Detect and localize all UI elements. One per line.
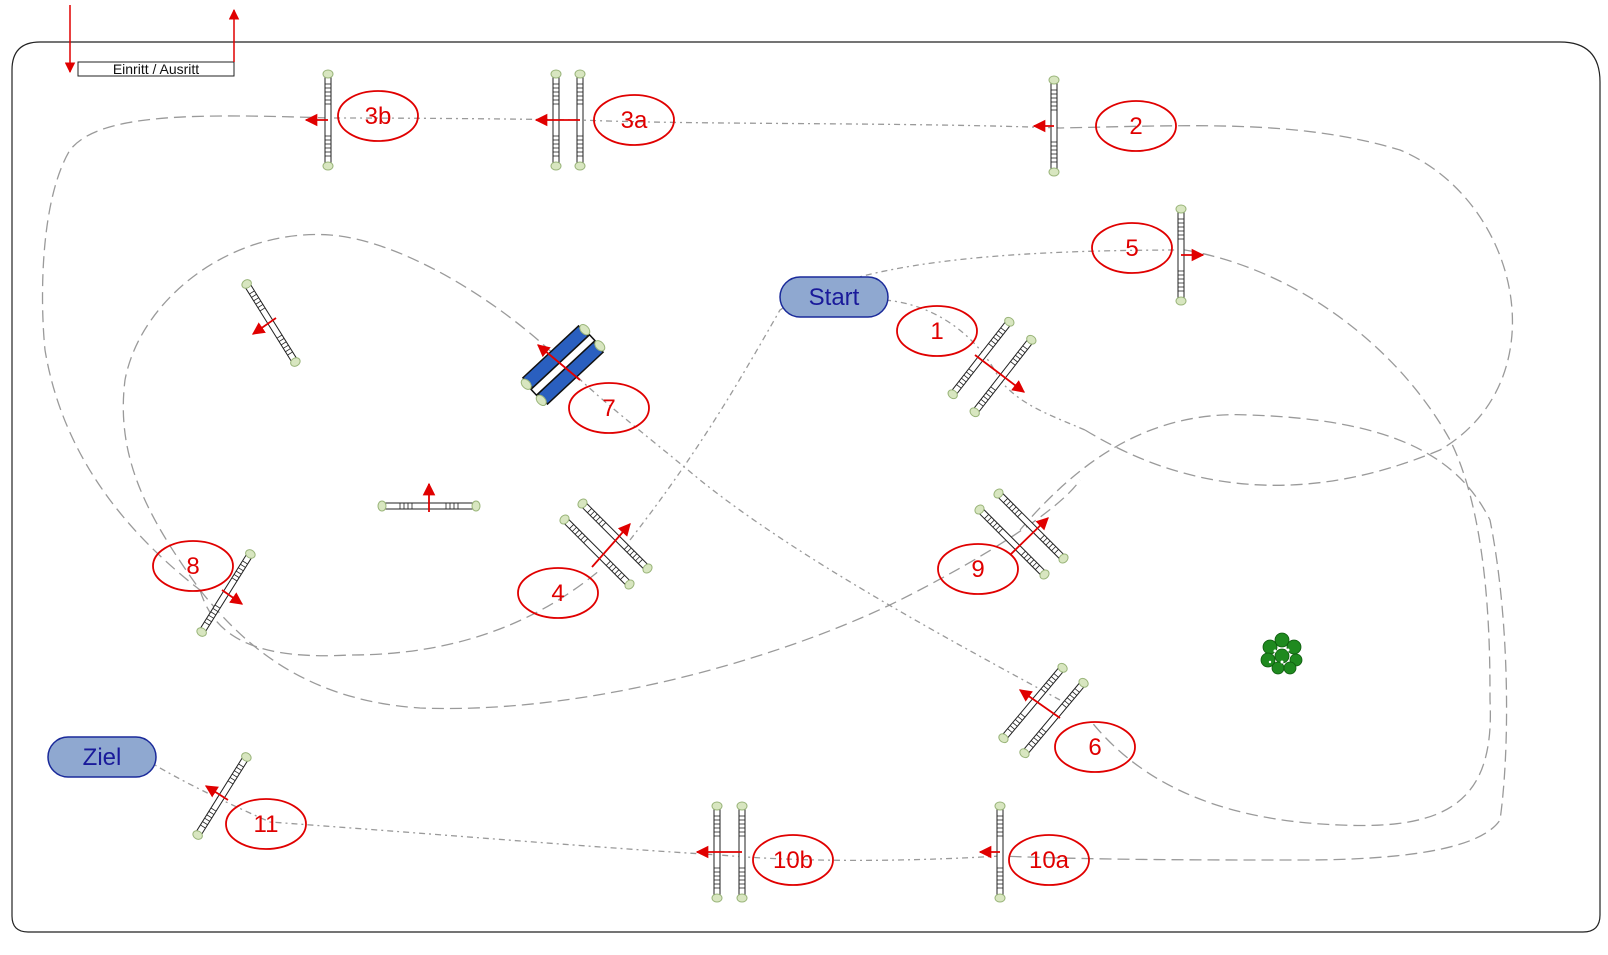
obstacle-10b <box>695 801 748 903</box>
obstacle-8 <box>194 547 258 639</box>
number-circle-10a <box>1008 834 1090 886</box>
obstacle-practice-2 <box>377 482 481 512</box>
number-circle-4 <box>517 567 599 619</box>
obstacle-1 <box>945 315 1039 419</box>
obstacle-7-water-jump <box>517 321 609 409</box>
obstacle-10a <box>978 801 1006 903</box>
entrance-label: Einritt / Ausritt <box>113 61 199 77</box>
number-label-2: 2 <box>1129 113 1142 140</box>
obstacle-6 <box>996 660 1091 761</box>
finish-label: Ziel <box>83 744 122 771</box>
number-circle-10b <box>752 834 834 886</box>
obstacle-3a <box>534 69 586 171</box>
number-label-6: 6 <box>1088 734 1101 761</box>
number-label-3b: 3b <box>365 103 392 130</box>
obstacle-4 <box>557 496 655 592</box>
number-label-3a: 3a <box>621 107 648 134</box>
start-marker: Start <box>779 276 889 318</box>
obstacle-11 <box>190 750 254 842</box>
route <box>41 115 1514 862</box>
number-circle-2 <box>1095 100 1177 152</box>
entrance-exit: Einritt / Ausritt <box>64 5 240 77</box>
obstacle-5 <box>1175 204 1205 306</box>
number-label-10a: 10a <box>1029 847 1070 874</box>
number-label-4: 4 <box>551 580 564 607</box>
finish-marker: Ziel <box>47 736 157 778</box>
obstacle-3b <box>304 69 334 171</box>
number-circle-5 <box>1091 222 1173 274</box>
number-circle-8 <box>152 540 234 592</box>
number-circle-6 <box>1054 721 1136 773</box>
number-circle-1 <box>896 305 978 357</box>
number-circle-7 <box>568 382 650 434</box>
number-label-10b: 10b <box>773 847 813 874</box>
number-label-1: 1 <box>930 318 943 345</box>
number-circle-3a <box>593 94 675 146</box>
start-label: Start <box>809 284 860 311</box>
arena-border <box>11 41 1601 933</box>
number-label-9: 9 <box>971 556 984 583</box>
tree-icon <box>1260 632 1303 675</box>
number-label-11: 11 <box>254 811 279 838</box>
number-circle-9 <box>937 543 1019 595</box>
obstacle-9 <box>972 486 1071 582</box>
number-label-8: 8 <box>186 553 199 580</box>
obstacle-2 <box>1032 75 1060 177</box>
number-circle-11 <box>225 798 307 850</box>
number-label-7: 7 <box>602 395 615 422</box>
number-label-5: 5 <box>1125 235 1138 262</box>
obstacle-practice-1 <box>239 277 303 369</box>
number-circle-3b <box>337 90 419 142</box>
